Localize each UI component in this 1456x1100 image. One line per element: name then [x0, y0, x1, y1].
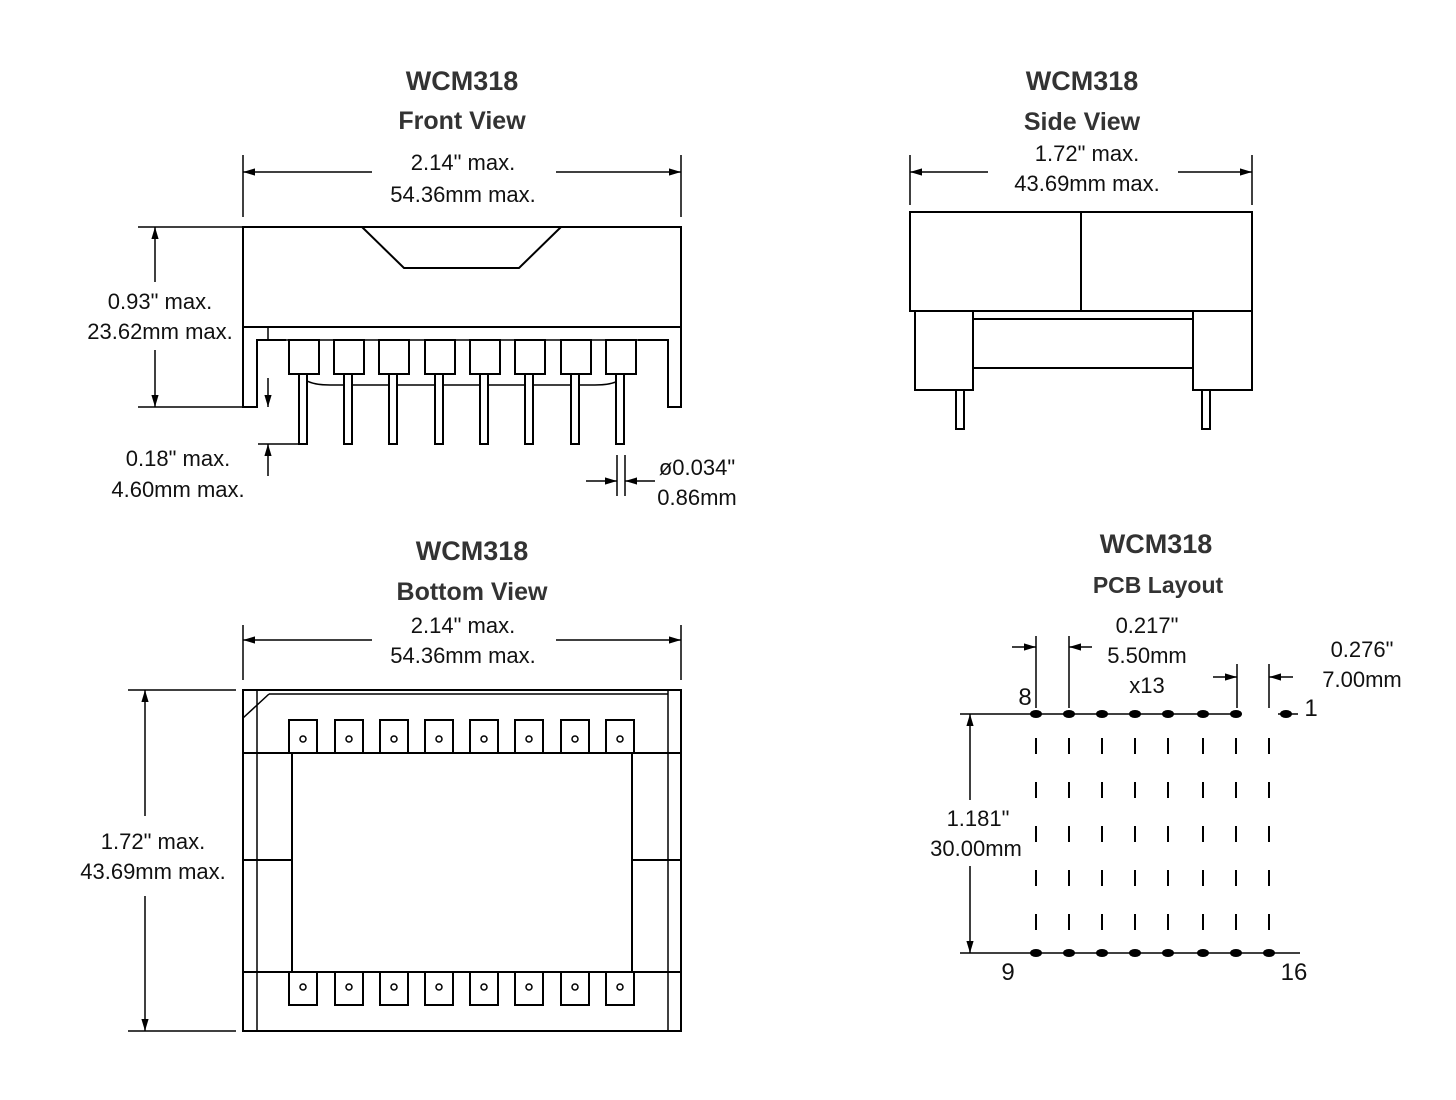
pcb-pitch-count: x13: [1129, 673, 1164, 698]
pcb-pin-1-label: 1: [1304, 695, 1317, 722]
bottom-view-model: WCM318: [416, 536, 529, 566]
front-height-inch: 0.93" max.: [108, 289, 212, 314]
front-pins: [288, 339, 637, 445]
side-width-inch: 1.72" max.: [1035, 141, 1139, 166]
pcb-endgap-mm: 7.00mm: [1322, 667, 1401, 692]
pcb-endgap-inch: 0.276": [1331, 637, 1394, 662]
front-view: WCM318 Front View 2.14" max. 54.36mm max…: [87, 66, 736, 510]
bottom-height-mm: 43.69mm max.: [80, 859, 226, 884]
front-standoff-mm: 4.60mm max.: [111, 477, 244, 502]
front-view-model: WCM318: [406, 66, 519, 96]
front-pin-diameter-inch: ø0.034": [659, 455, 735, 480]
front-view-title: Front View: [398, 107, 526, 135]
bottom-height-inch: 1.72" max.: [101, 829, 205, 854]
pcb-top-row: [1030, 710, 1298, 718]
pcb-layout-model: WCM318: [1100, 529, 1213, 559]
front-width-mm: 54.36mm max.: [390, 182, 536, 207]
pcb-row-spacing-inch: 1.181": [947, 806, 1010, 831]
bottom-view-title: Bottom View: [397, 578, 548, 606]
pcb-pitch-mm: 5.50mm: [1107, 643, 1186, 668]
bottom-view: WCM318 Bottom View 2.14" max. 54.36mm ma…: [80, 536, 682, 1032]
pcb-layout: WCM318 PCB Layout 0.217" 5.50mm x13 0.27…: [930, 529, 1402, 986]
side-view-model: WCM318: [1026, 66, 1139, 96]
side-width-mm: 43.69mm max.: [1014, 171, 1160, 196]
front-width-inch: 2.14" max.: [411, 150, 515, 175]
pcb-bottom-row: [1030, 949, 1275, 957]
bottom-width-inch: 2.14" max.: [411, 613, 515, 638]
front-standoff-inch: 0.18" max.: [126, 446, 230, 471]
front-height-mm: 23.62mm max.: [87, 319, 233, 344]
pcb-pin-9-label: 9: [1001, 959, 1014, 986]
pcb-layout-title: PCB Layout: [1093, 572, 1224, 598]
pcb-column-guides: [1035, 738, 1270, 946]
bottom-pins-bottom: [288, 971, 635, 1006]
pcb-pitch-inch: 0.217": [1116, 613, 1179, 638]
front-body: [242, 226, 682, 328]
pcb-pin-8-label: 8: [1018, 684, 1031, 711]
bottom-width-mm: 54.36mm max.: [390, 643, 536, 668]
side-view: WCM318 Side View 1.72" max. 43.69mm max.: [909, 66, 1253, 430]
bottom-pins-top: [288, 719, 635, 754]
pcb-pin-16-label: 16: [1281, 959, 1308, 986]
side-view-title: Side View: [1024, 108, 1141, 136]
pcb-row-spacing-mm: 30.00mm: [930, 836, 1022, 861]
front-pin-diameter-mm: 0.86mm: [657, 485, 736, 510]
